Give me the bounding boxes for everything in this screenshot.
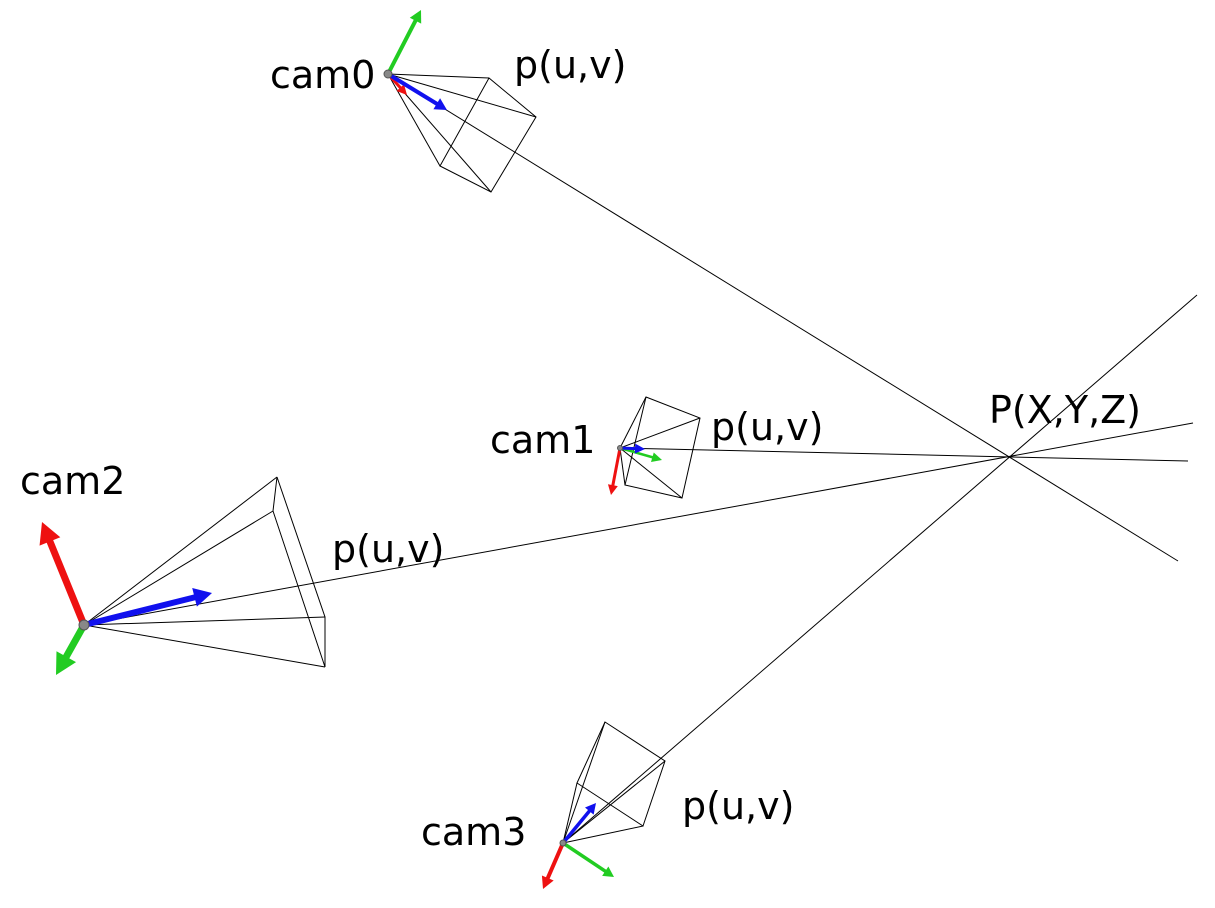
cam1-edge xyxy=(619,447,683,499)
cam1-pixel-label: p(u,v) xyxy=(711,405,824,449)
cam0-z-axis-arrowhead xyxy=(433,98,447,110)
world-point-label: P(X,Y,Z) xyxy=(989,388,1141,432)
ray-cam1 xyxy=(619,447,1189,462)
cam3-x-axis-shaft xyxy=(545,841,565,880)
cam0-x-axis-arrowhead xyxy=(396,84,407,95)
cam2-edge xyxy=(83,616,326,626)
cam2-edge xyxy=(83,476,278,626)
cam2-y-axis-arrowhead xyxy=(56,651,77,675)
ray-cam0 xyxy=(387,73,1179,562)
cam2-x-axis-arrowhead xyxy=(39,522,61,546)
cam3-edge xyxy=(562,721,606,844)
cam0-pixel-label: p(u,v) xyxy=(514,43,627,87)
cam1-edge xyxy=(619,417,701,449)
cam2-edge xyxy=(83,510,274,626)
cam3-y-axis-arrowhead xyxy=(602,866,614,877)
cam1-y-axis-arrowhead xyxy=(651,452,662,463)
cam2-edge xyxy=(83,624,326,668)
cam1-center xyxy=(617,445,623,451)
cam3-z-axis-arrowhead xyxy=(584,803,596,815)
camera-axes xyxy=(39,10,662,889)
cam3-edge xyxy=(562,825,644,844)
cam0-edge xyxy=(387,73,441,167)
cam2-y-axis-shaft xyxy=(62,621,88,661)
cam1-z-axis-arrowhead xyxy=(634,443,645,454)
cam1-edge xyxy=(619,447,626,486)
cam3-center xyxy=(559,839,567,847)
cam3-x-axis-arrowhead xyxy=(541,875,554,889)
cam3-edge xyxy=(562,760,666,844)
cam0-y-axis-arrowhead xyxy=(409,10,422,24)
cam2-pixel-label: p(u,v) xyxy=(332,527,445,571)
cam3-edge xyxy=(562,782,578,844)
cam0-center xyxy=(383,69,393,79)
cam3-z-axis-shaft xyxy=(561,809,592,845)
cam3-pixel-label: p(u,v) xyxy=(682,784,795,828)
cam1-frustum xyxy=(619,396,701,499)
cam0-edge xyxy=(387,73,490,79)
camera-centers xyxy=(78,69,623,847)
cam2-x-axis-shaft xyxy=(46,537,88,629)
ray-cam2 xyxy=(83,422,1194,626)
cam2-image-plane xyxy=(272,476,326,668)
cam2-center xyxy=(78,619,90,631)
cam0-y-axis-shaft xyxy=(386,18,418,76)
cam3-label: cam3 xyxy=(421,810,527,854)
ray-cam3 xyxy=(562,294,1198,844)
cam3-frustum xyxy=(562,721,666,844)
cam0-edge xyxy=(387,73,537,118)
cam0-z-axis-shaft xyxy=(386,72,439,106)
cam0-frustum xyxy=(387,73,537,193)
cam1-x-axis-arrowhead xyxy=(607,484,618,495)
cam1-edge xyxy=(619,396,647,449)
cam2-label: cam2 xyxy=(20,459,126,503)
cam1-x-axis-shaft xyxy=(611,446,622,487)
cam0-image-plane xyxy=(439,77,537,193)
cam2-z-axis-arrowhead xyxy=(192,588,212,607)
cam1-label: cam1 xyxy=(490,418,596,462)
cam0-label: cam0 xyxy=(270,53,376,97)
cam2-frustum xyxy=(83,476,326,668)
projection-rays xyxy=(83,73,1198,844)
cam3-y-axis-shaft xyxy=(561,841,608,873)
cam2-z-axis-shaft xyxy=(81,594,198,628)
